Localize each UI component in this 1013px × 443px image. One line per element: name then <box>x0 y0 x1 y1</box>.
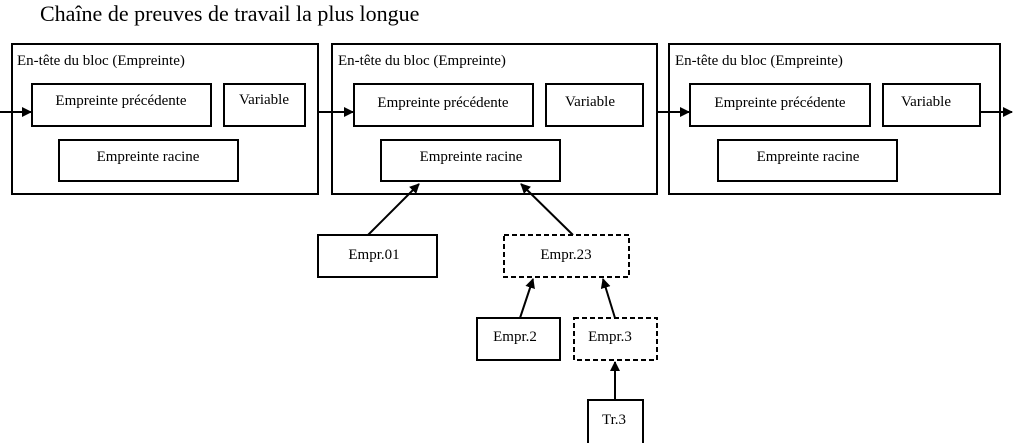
tx3-box <box>587 399 644 443</box>
nonce-box <box>545 83 644 127</box>
prev-hash-box <box>353 83 534 127</box>
arrow-hash23-to-root <box>520 183 574 236</box>
prev-hash-box <box>31 83 212 127</box>
block-header-label: En-tête du bloc (Empreinte) <box>338 53 506 69</box>
nonce-box <box>223 83 306 127</box>
prev-hash-label: Empreinte précédente <box>55 93 187 109</box>
hash2-box <box>476 317 561 361</box>
block-header-label: En-tête du bloc (Empreinte) <box>17 53 185 69</box>
hash23-label: Empr.23 <box>540 247 591 263</box>
hash01-box <box>317 234 438 278</box>
merkle-root-label: Empreinte racine <box>757 149 860 165</box>
block-header-label: En-tête du bloc (Empreinte) <box>675 53 843 69</box>
hash3-box <box>573 317 658 361</box>
arrow-hash3-to-hash23 <box>600 278 616 319</box>
nonce-box <box>882 83 981 127</box>
hash23-box <box>503 234 630 278</box>
merkle-root-box <box>58 139 239 182</box>
merkle-root-label: Empreinte racine <box>97 149 200 165</box>
hash2-label: Empr.2 <box>493 329 537 345</box>
prev-hash-label: Empreinte précédente <box>377 95 509 111</box>
block-2: En-tête du bloc (Empreinte) Empreinte pr… <box>331 43 658 195</box>
hash3-label: Empr.3 <box>588 329 632 345</box>
arrow-hash01-to-root <box>367 183 420 236</box>
block-1: En-tête du bloc (Empreinte) Empreinte pr… <box>11 43 319 195</box>
merkle-root-box <box>717 139 898 182</box>
tx3-label: Tr.3 <box>602 412 626 428</box>
arrow-hash2-to-hash23 <box>519 278 535 319</box>
merkle-root-label: Empreinte racine <box>420 149 523 165</box>
diagram-title: Chaîne de preuves de travail la plus lon… <box>40 1 419 26</box>
nonce-label: Variable <box>901 94 951 110</box>
nonce-label: Variable <box>239 92 289 108</box>
prev-hash-label: Empreinte précédente <box>714 95 846 111</box>
merkle-root-box <box>380 139 561 182</box>
block-3: En-tête du bloc (Empreinte) Empreinte pr… <box>668 43 1001 195</box>
nonce-label: Variable <box>565 94 615 110</box>
hash01-label: Empr.01 <box>348 247 399 263</box>
prev-hash-box <box>689 83 871 127</box>
